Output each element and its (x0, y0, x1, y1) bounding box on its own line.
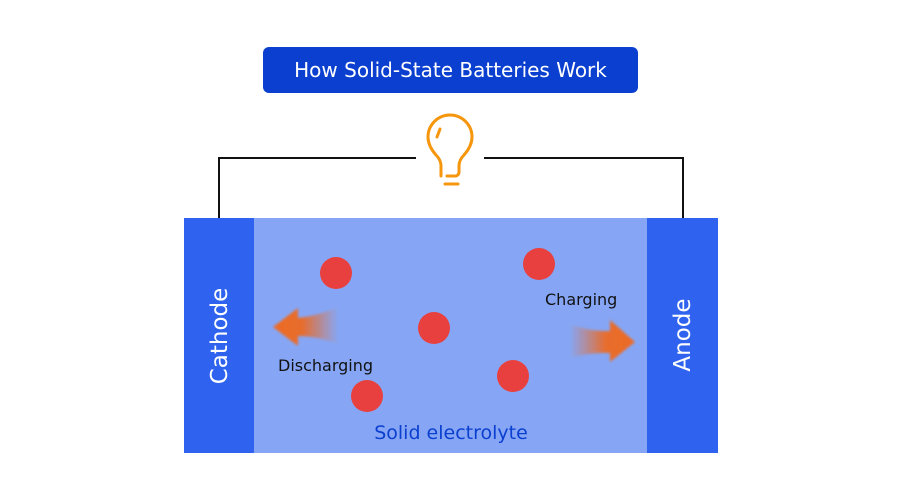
cathode-electrode (184, 218, 254, 453)
anode-label: Anode (670, 298, 696, 372)
wire-left-vertical (218, 157, 220, 218)
charging-label: Charging (545, 290, 618, 309)
cathode-label: Cathode (207, 287, 233, 385)
ion (351, 380, 383, 412)
ion (497, 360, 529, 392)
discharging-label: Discharging (278, 356, 374, 375)
electrolyte-label: Solid electrolyte (374, 422, 528, 444)
wire-left-horizontal (218, 157, 416, 159)
ion (523, 248, 555, 280)
anode-electrode (647, 218, 718, 453)
ion (320, 257, 352, 289)
wire-right-vertical (682, 157, 684, 218)
diagram-title: How Solid-State Batteries Work (294, 58, 607, 82)
solid-electrolyte-region (184, 218, 718, 453)
ion (418, 312, 450, 344)
title-banner: How Solid-State Batteries Work (263, 47, 638, 93)
wire-right-horizontal (484, 157, 683, 159)
